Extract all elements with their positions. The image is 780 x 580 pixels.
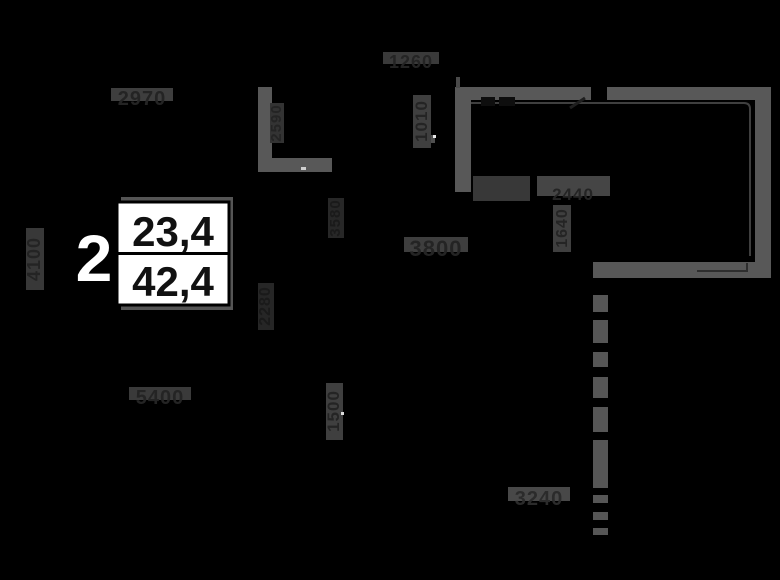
dim-highlight (404, 237, 468, 252)
dim-highlight (553, 205, 571, 252)
wall-l-vertical (258, 87, 272, 172)
wall-bottom (593, 262, 771, 278)
door-swing-mark (569, 96, 586, 110)
living-area-value: 23,4 (132, 208, 214, 255)
dim-mid-vertical: 3580 (327, 198, 344, 238)
dim-label: 4100 (24, 237, 44, 281)
wall-tick-2 (499, 97, 515, 106)
dim-speck (341, 412, 344, 415)
dim-label: 2280 (257, 286, 274, 326)
wall-stub (456, 77, 460, 88)
dim-label: 1260 (389, 52, 433, 72)
solid-block (473, 176, 530, 201)
dim-label: 5400 (136, 387, 185, 409)
walls (258, 77, 771, 535)
wall-right (755, 87, 771, 278)
wall-top (455, 87, 763, 100)
dim-loggia-vertical: 1640 (553, 205, 571, 252)
room-inner-step (697, 263, 748, 272)
dim-highlight (129, 387, 191, 400)
dim-highlight (26, 228, 44, 290)
dim-highlight (537, 176, 610, 196)
dim-highlight (270, 103, 284, 143)
dim-highlight (508, 487, 570, 501)
dim-label: 1010 (412, 100, 431, 142)
total-area-value: 42,4 (132, 258, 214, 305)
wall-tick-1 (481, 97, 495, 106)
dim-label: 2590 (268, 104, 285, 141)
dim-bottom-center: 3240 (508, 487, 570, 510)
dim-lower-left-vertical: 2280 (257, 283, 274, 330)
dim-upper-wall-vertical: 2590 (268, 103, 285, 143)
apartment-number: 2 (76, 221, 113, 295)
room-inner-outline (471, 102, 751, 256)
dim-bottom-left: 5400 (129, 387, 191, 409)
wall-white-tick (301, 167, 306, 170)
dimension-labels: 2970 1260 3800 5400 3240 2440 (24, 52, 610, 510)
dim-lower-mid-vertical: 1500 (324, 383, 344, 440)
dim-highlight (111, 88, 173, 101)
dim-label: 1640 (554, 208, 571, 248)
dim-top-left: 2970 (111, 88, 173, 110)
lintel-speck (433, 135, 436, 138)
dim-highlight (326, 383, 343, 440)
dim-highlight (328, 198, 344, 238)
dim-label: 1500 (324, 390, 343, 432)
dashed-wall (593, 295, 608, 535)
wall-l-horizontal (258, 158, 332, 172)
dim-highlight (258, 283, 274, 330)
dim-label: 3580 (327, 199, 344, 236)
dim-label: 2440 (552, 185, 594, 204)
wall-left (455, 87, 471, 192)
wall-top-opening (591, 86, 607, 101)
dim-label: 2970 (118, 88, 167, 110)
dim-label: 3240 (515, 488, 564, 510)
dim-loggia: 2440 (537, 176, 610, 204)
dim-left-edge-vertical: 4100 (24, 228, 44, 290)
dim-label: 3800 (410, 236, 463, 261)
dim-highlight (413, 95, 431, 148)
dim-top-center: 1260 (383, 52, 439, 72)
apartment-info[interactable]: 2 23,4 42,4 (76, 197, 233, 310)
dim-upper-window-vertical: 1010 (412, 95, 431, 148)
dim-center: 3800 (404, 236, 468, 261)
dim-highlight (383, 52, 439, 64)
